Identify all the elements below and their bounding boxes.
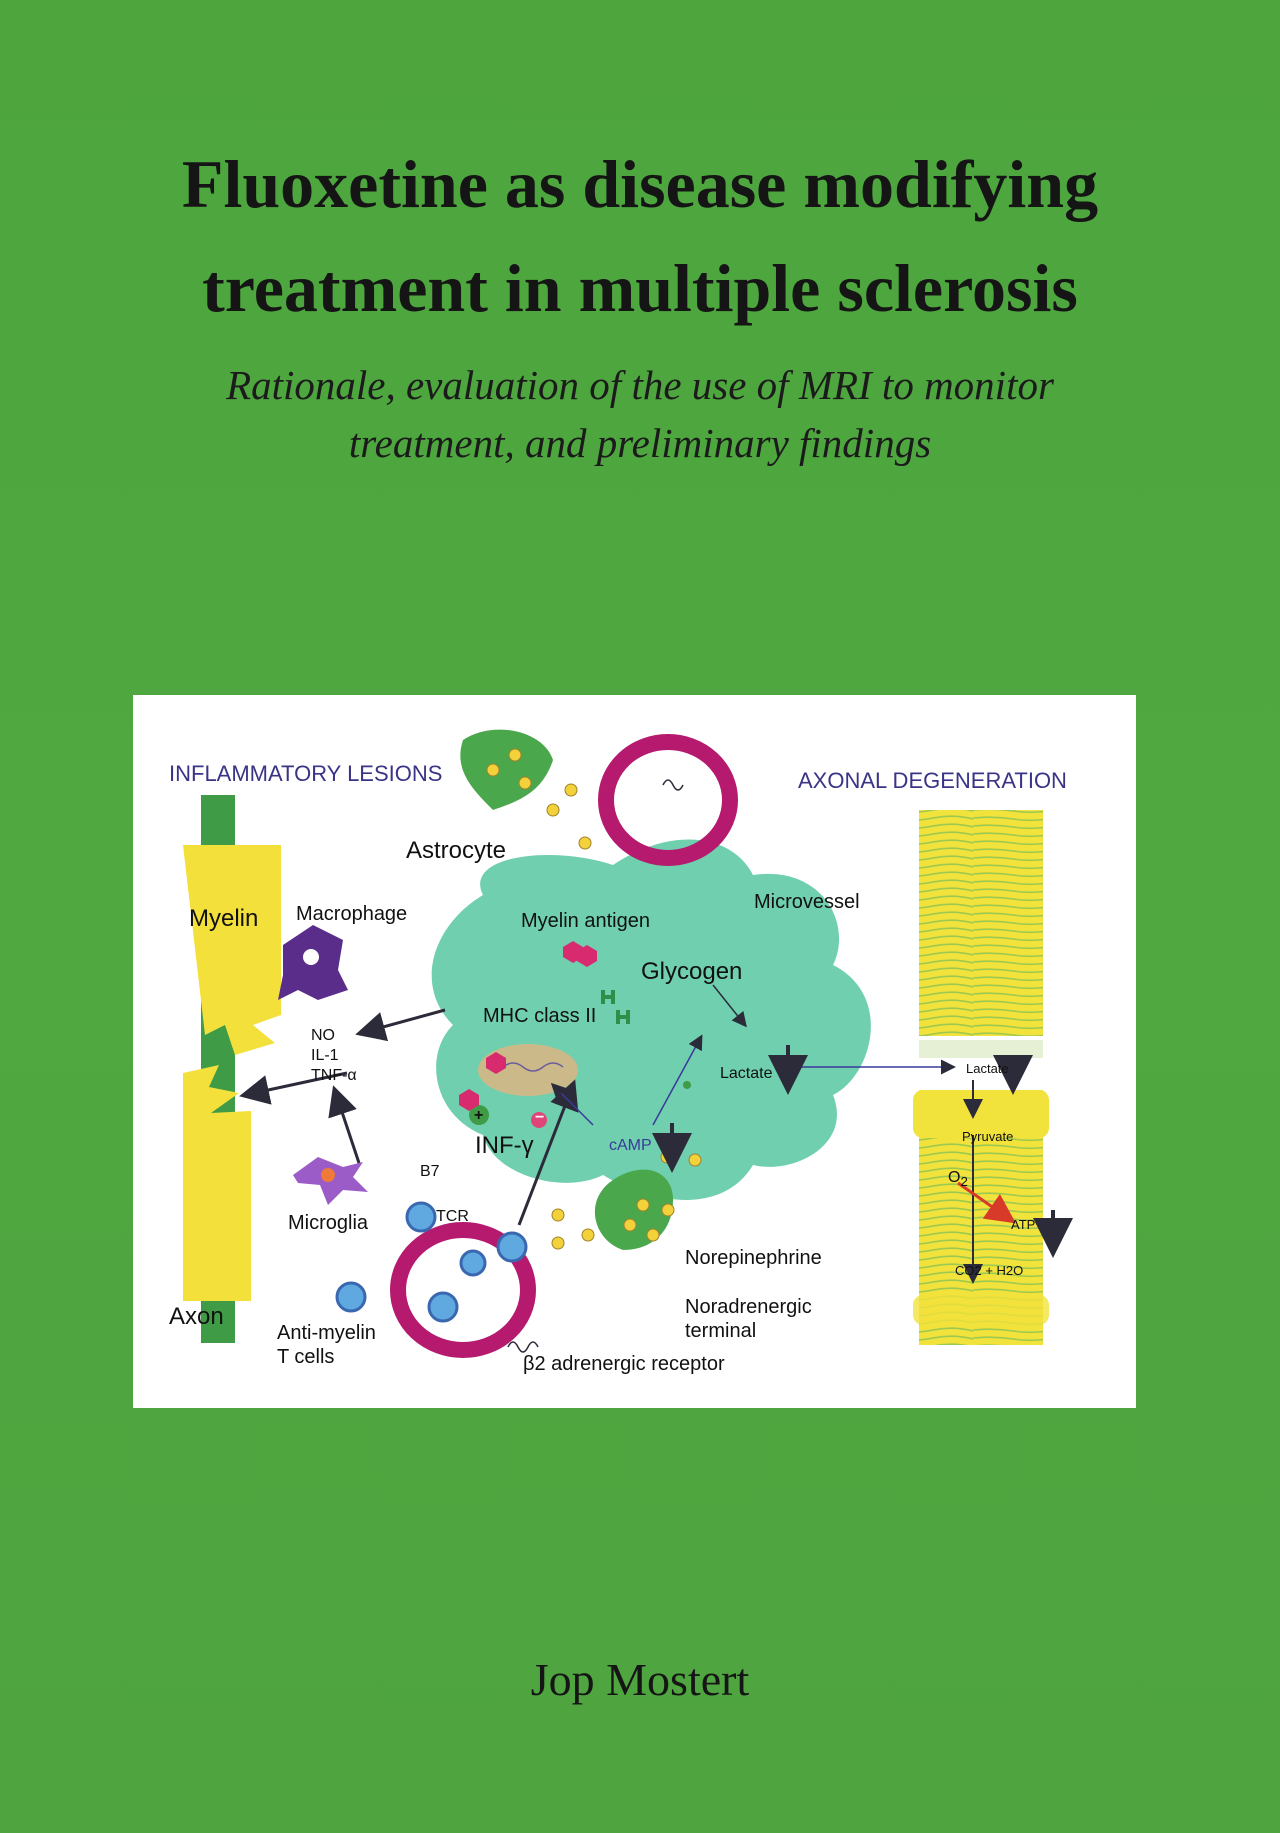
cover-illustration: INFLAMMATORY LESIONS AXONAL DEGENERATION… <box>133 695 1136 1408</box>
title-line-1: Fluoxetine as disease modifying <box>181 146 1099 222</box>
heading-inflammatory-lesions: INFLAMMATORY LESIONS <box>169 761 443 786</box>
plus-sign-icon: + <box>474 1107 484 1124</box>
label-anti-myelin: Anti-myelin <box>277 1322 376 1344</box>
label-lactate: Lactate <box>720 1065 773 1082</box>
illustration-drawing <box>183 729 1073 1358</box>
label-noradrenergic: Noradrenergic <box>685 1296 812 1318</box>
label-beta2-receptor: β2 adrenergic receptor <box>523 1353 725 1375</box>
label-camp: cAMP <box>609 1137 652 1154</box>
label-microglia: Microglia <box>288 1212 369 1234</box>
book-subtitle: Rationale, evaluation of the use of MRI … <box>0 356 1280 472</box>
astrocyte-body <box>431 839 871 1200</box>
label-astrocyte: Astrocyte <box>406 837 507 864</box>
label-microvessel: Microvessel <box>754 891 860 913</box>
label-lactate-axon: Lactate <box>966 1061 1009 1076</box>
heading-axonal-degeneration: AXONAL DEGENERATION <box>798 768 1067 793</box>
axon-myelin-column <box>183 795 281 1343</box>
subtitle-line-2: treatment, and preliminary findings <box>348 420 932 466</box>
label-axon: Axon <box>169 1303 224 1330</box>
label-norepinephrine: Norepinephrine <box>685 1247 822 1269</box>
label-mhc-class-ii: MHC class II <box>483 1005 597 1027</box>
label-b7: B7 <box>420 1163 440 1180</box>
label-no: NO <box>311 1027 335 1044</box>
label-co2-h2o: CO2 + H2O <box>955 1263 1024 1278</box>
label-tnf-alpha: TNF-α <box>311 1067 357 1084</box>
label-myelin: Myelin <box>189 905 259 932</box>
label-terminal: terminal <box>685 1320 757 1342</box>
book-author: Jop Mostert <box>530 1654 750 1705</box>
subtitle-line-1: Rationale, evaluation of the use of MRI … <box>226 362 1054 408</box>
label-tcr: TCR <box>436 1208 469 1225</box>
label-macrophage: Macrophage <box>296 903 408 925</box>
minus-sign-icon: − <box>535 1109 545 1126</box>
label-o2: O2 <box>948 1169 968 1190</box>
label-myelin-antigen: Myelin antigen <box>521 910 650 932</box>
title-line-2: treatment in multiple sclerosis <box>202 250 1078 326</box>
label-t-cells: T cells <box>277 1346 335 1368</box>
label-glycogen: Glycogen <box>641 958 743 985</box>
label-il1: IL-1 <box>311 1047 339 1064</box>
label-pyruvate: Pyruvate <box>962 1129 1014 1144</box>
book-title: Fluoxetine as disease modifying treatmen… <box>0 132 1280 340</box>
label-atp: ATP <box>1011 1217 1036 1232</box>
label-inf-gamma: INF-γ <box>475 1132 534 1159</box>
